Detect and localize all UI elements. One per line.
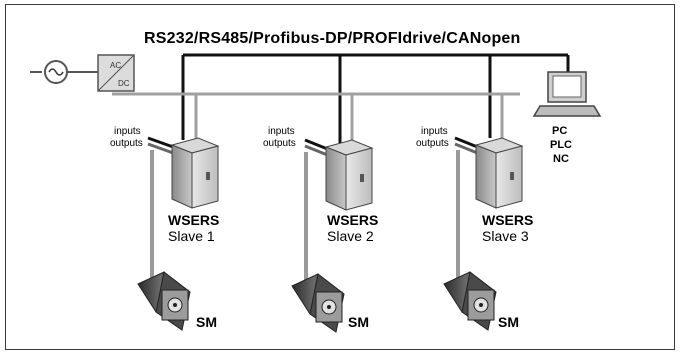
- drive-2-outputs-label: outputs: [263, 138, 296, 149]
- drive-1-slave: Slave 1: [168, 228, 215, 244]
- motor-3-label: SM: [498, 314, 519, 330]
- bus-title: RS232/RS485/Profibus-DP/PROFIdrive/CANop…: [144, 30, 521, 47]
- controller-label-pc: PC: [552, 125, 568, 137]
- drive-3: [454, 136, 524, 209]
- diagram-frame: [5, 4, 675, 350]
- drive-2-inputs-label: inputs: [268, 126, 295, 137]
- drive-1-inputs-label: inputs: [114, 126, 141, 137]
- drive-2: [304, 138, 374, 211]
- motor-cables: [150, 150, 460, 284]
- motor-1-label: SM: [196, 314, 217, 330]
- drive-2-slave: Slave 2: [327, 228, 374, 244]
- controller-label-plc: PLC: [550, 139, 572, 151]
- comm-bus: [181, 53, 570, 143]
- controller-label-nc: NC: [553, 153, 569, 165]
- drive-3-name: WSERS: [482, 212, 534, 228]
- motor-3: [443, 271, 497, 331]
- drive-1-name: WSERS: [168, 212, 220, 228]
- drive-3-inputs-label: inputs: [421, 126, 448, 137]
- motor-2: [291, 273, 345, 333]
- ac-source-icon: [30, 60, 98, 84]
- drive-1: [147, 136, 220, 209]
- drive-2-name: WSERS: [327, 212, 379, 228]
- ac-label: AC: [110, 61, 121, 70]
- ac-dc-converter: AC DC: [97, 54, 135, 92]
- drive-1-outputs-label: outputs: [110, 138, 143, 149]
- pc-icon: [532, 71, 602, 117]
- dc-label: DC: [118, 79, 130, 88]
- motor-1: [137, 271, 191, 331]
- power-bus: [112, 92, 520, 143]
- drive-3-slave: Slave 3: [482, 228, 529, 244]
- drive-3-outputs-label: outputs: [416, 138, 449, 149]
- motor-2-label: SM: [348, 314, 369, 330]
